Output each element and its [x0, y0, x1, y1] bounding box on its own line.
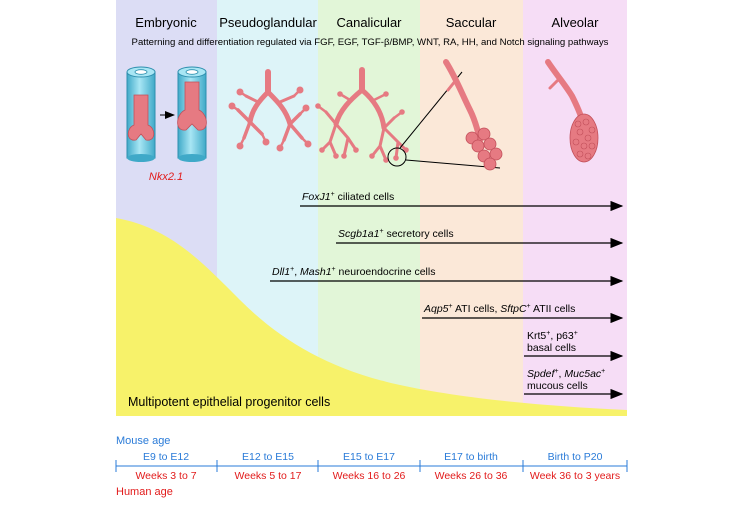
lineage-label-mucous-line1: Spdef+, Muc5ac+ [527, 368, 605, 380]
signaling-subtitle: Patterning and differentiation regulated… [132, 37, 609, 48]
foregut-tube-illustration [126, 66, 207, 162]
stage-band-canalicular [318, 0, 420, 416]
progenitor-label: Multipotent epithelial progenitor cells [128, 395, 330, 409]
canalicular-bud-tips [315, 91, 409, 163]
lineage-label-basal-line1: Krt5+, p63+ [527, 330, 578, 342]
stage-title-pseudoglandular: Pseudoglandular [219, 15, 317, 30]
human-age-row: Weeks 3 to 7 Weeks 5 to 17 Weeks 16 to 2… [135, 470, 620, 482]
saccular-illustration [443, 59, 503, 171]
stage-band-saccular [420, 0, 523, 416]
stage-band-alveolar [523, 0, 627, 416]
mouse-age-saccular: E17 to birth [444, 451, 498, 463]
human-age-label: Human age [116, 486, 173, 498]
lineage-label-basal-line2: basal cells [527, 342, 576, 354]
alveolar-illustration [545, 59, 599, 163]
human-age-saccular: Weeks 26 to 36 [435, 470, 508, 482]
human-age-alveolar: Week 36 to 3 years [530, 470, 620, 482]
lineage-label-ciliated: FoxJ1+ ciliated cells [302, 191, 394, 203]
progenitor-region [116, 218, 627, 416]
stage-title-canalicular: Canalicular [336, 15, 402, 30]
stage-title-alveolar: Alveolar [552, 15, 600, 30]
mouse-age-label: Mouse age [116, 435, 170, 447]
mouse-age-canalicular: E15 to E17 [343, 451, 395, 463]
timeline-axis [115, 460, 628, 472]
lineage-label-alveolar-cells: Aqp5+ ATI cells, SftpC+ ATII cells [423, 303, 575, 315]
pseudoglandular-bud-tips [228, 86, 312, 152]
lineage-label-secretory: Scgb1a1+ secretory cells [338, 228, 454, 240]
canalicular-airway-tree [316, 67, 408, 162]
lineage-label-neuroendocrine: Dll1+, Mash1+ neuroendocrine cells [272, 266, 435, 278]
mouse-age-pseudoglandular: E12 to E15 [242, 451, 294, 463]
mouse-age-alveolar: Birth to P20 [548, 451, 603, 463]
zoom-circle [387, 147, 407, 167]
mouse-age-embryonic: E9 to E12 [143, 451, 189, 463]
stage-title-saccular: Saccular [446, 15, 497, 30]
mouse-age-row: E9 to E12 E12 to E15 E15 to E17 E17 to b… [143, 451, 603, 463]
human-age-canalicular: Weeks 16 to 26 [333, 470, 406, 482]
lineage-label-mucous-line2: mucous cells [527, 380, 588, 392]
stage-title-embryonic: Embryonic [135, 15, 197, 30]
human-age-pseudoglandular: Weeks 5 to 17 [235, 470, 302, 482]
nkx2-1-marker-label: Nkx2.1 [149, 171, 183, 183]
pseudoglandular-lung-bud [230, 69, 310, 150]
human-age-embryonic: Weeks 3 to 7 [135, 470, 196, 482]
